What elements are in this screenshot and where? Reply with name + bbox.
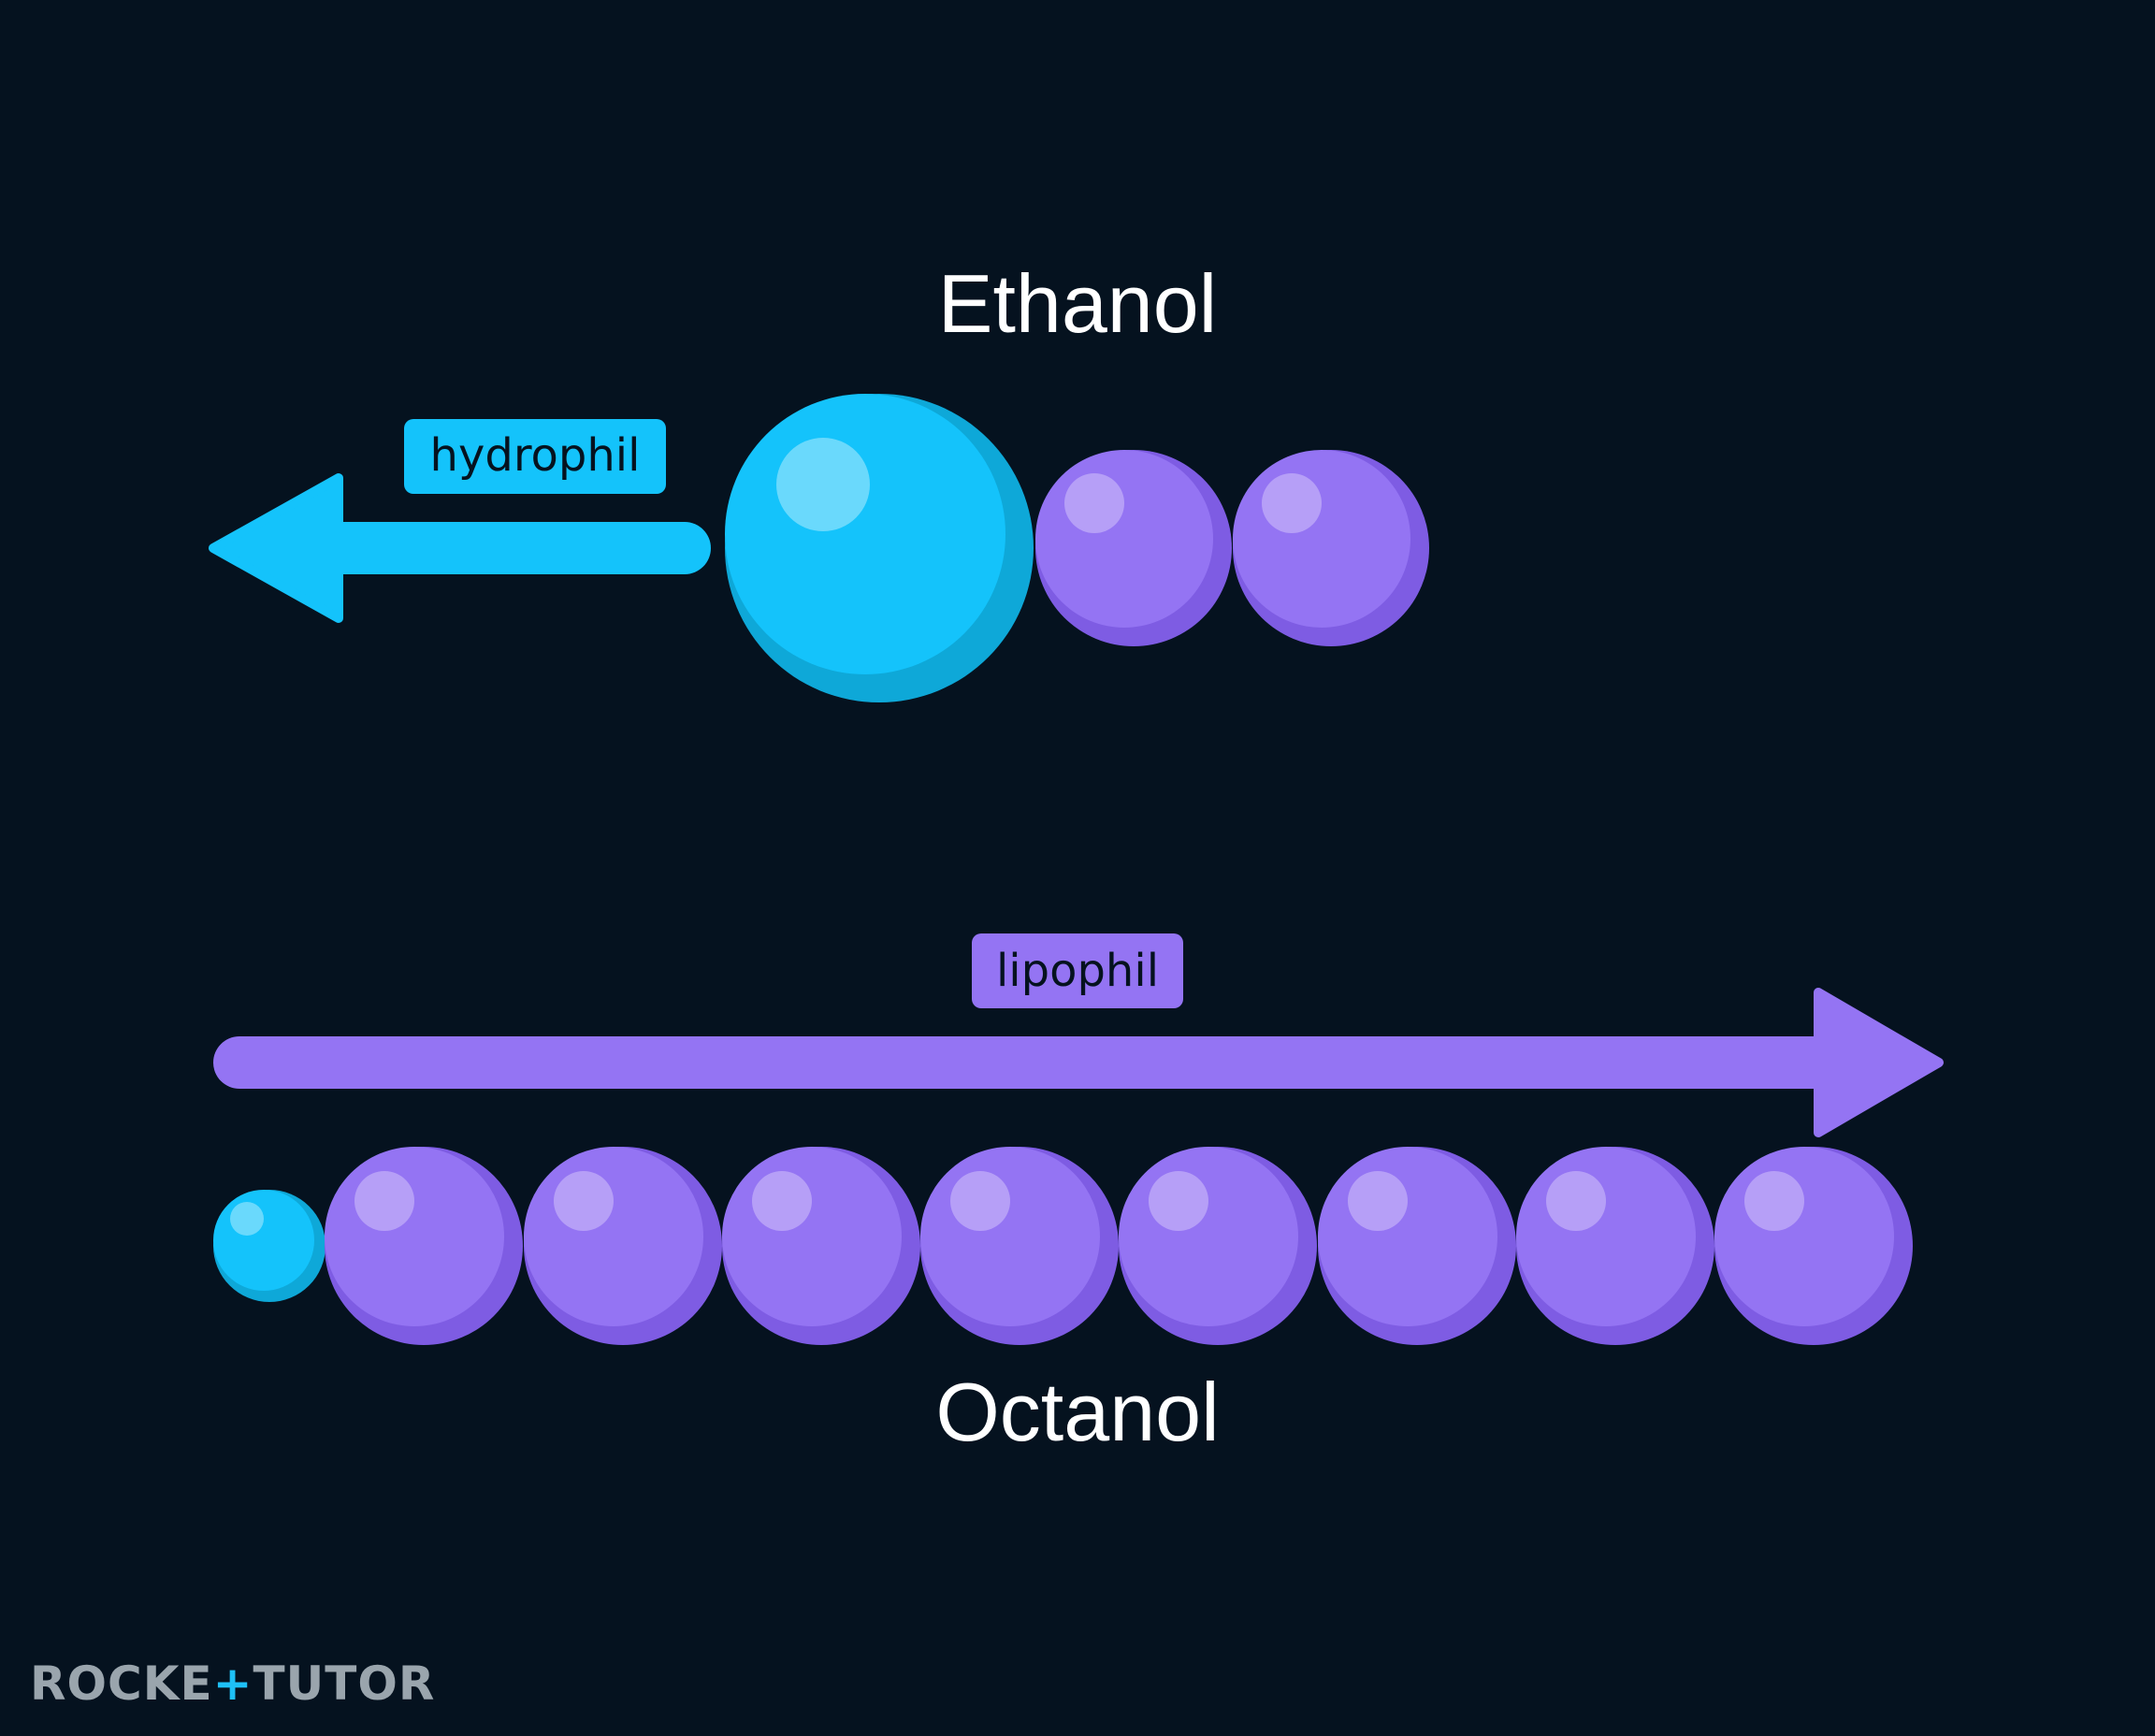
octanol-carbon-sphere xyxy=(1318,1147,1516,1345)
lipophil-arrow xyxy=(213,988,1944,1137)
logo-plus-icon: + xyxy=(212,1656,253,1711)
logo-text-rocke: ROCKE xyxy=(30,1656,213,1711)
octanol-carbon-sphere xyxy=(524,1147,722,1345)
hydrophil-label: hydrophil xyxy=(430,429,641,482)
octanol-carbon-sphere xyxy=(722,1147,920,1345)
ethanol-hydroxyl-sphere xyxy=(725,394,1034,702)
ethanol-title: Ethanol xyxy=(938,257,1217,350)
lipophil-label: lipophil xyxy=(996,945,1159,997)
octanol-title: Octanol xyxy=(935,1366,1219,1458)
logo-text-tuto: TUTO xyxy=(253,1656,398,1711)
octanol-carbon-sphere xyxy=(920,1147,1119,1345)
hydrophil-arrow xyxy=(209,473,711,623)
rocket-tutor-logo: ROCKE+TUTOR xyxy=(30,1656,435,1712)
octanol-carbon-sphere xyxy=(1714,1147,1913,1345)
ethanol-carbon-sphere xyxy=(1233,450,1429,646)
octanol-carbon-sphere xyxy=(1119,1147,1317,1345)
lipophil-tag: lipophil xyxy=(972,933,1183,1008)
octanol-carbon-sphere xyxy=(325,1147,523,1345)
octanol-hydroxyl-sphere xyxy=(213,1190,325,1302)
logo-text-r: R xyxy=(398,1656,436,1711)
ethanol-carbon-sphere xyxy=(1035,450,1232,646)
ethanol-group: Ethanol hydrophil xyxy=(209,257,1429,702)
octanol-carbon-sphere xyxy=(1516,1147,1714,1345)
hydrophil-tag: hydrophil xyxy=(404,419,666,494)
octanol-group: lipophil xyxy=(213,933,1944,1458)
